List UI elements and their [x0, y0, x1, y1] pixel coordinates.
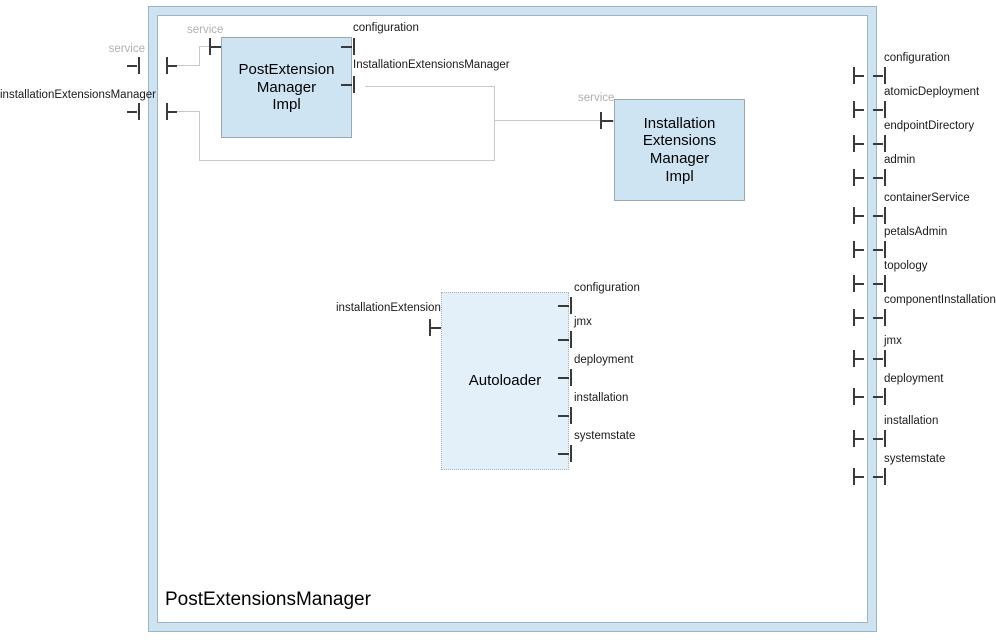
- frame-right-port-label-installation: installation: [884, 415, 939, 427]
- component-label-Autoloader: Autoloader: [468, 372, 542, 390]
- frame-right-port-label-petalsAdmin: petalsAdmin: [884, 226, 948, 238]
- pem-port-label-InstallationExtensionsManager: InstallationExtensionsManager: [353, 59, 510, 71]
- frame-right-port-label-systemstate: systemstate: [884, 453, 946, 465]
- component-InstallationExtensionsManagerImpl[interactable]: Installation Extensions Manager Impl: [614, 99, 745, 201]
- connector-iem-h3: [365, 86, 495, 87]
- pem-port-label-configuration: configuration: [353, 22, 419, 34]
- autoloader-port-label-installation: installation: [574, 392, 629, 404]
- connector-iem-h1: [177, 111, 199, 112]
- component-PostExtensionManagerImpl[interactable]: PostExtension Manager Impl: [221, 37, 352, 138]
- frame-right-port-label-atomicDeployment: atomicDeployment: [884, 86, 980, 98]
- connector-pem-iem-h1: [494, 120, 600, 121]
- connector-iem-v1: [199, 111, 200, 160]
- pem-port-label-service: service: [187, 24, 224, 36]
- autoloader-port-label-deployment: deployment: [574, 354, 634, 366]
- connector-iem-v2: [494, 86, 495, 161]
- iem-port-label-service: service: [578, 92, 615, 104]
- connector-service-h1: [177, 65, 199, 66]
- connector-service-v1: [199, 46, 200, 66]
- frame-right-port-label-configuration: configuration: [884, 52, 950, 64]
- frame-right-port-label-jmx: jmx: [884, 335, 902, 347]
- page-title: PostExtensionsManager: [165, 589, 371, 610]
- component-label-InstallationExtensionsManagerImpl: Installation Extensions Manager Impl: [642, 114, 717, 185]
- autoloader-port-label-systemstate: systemstate: [574, 430, 636, 442]
- connector-iem-h2: [199, 160, 494, 161]
- component-Autoloader[interactable]: Autoloader: [441, 292, 569, 470]
- frame-port-label-installationExtensionsManager: installationExtensionsManager: [0, 89, 156, 101]
- frame-right-port-label-endpointDirectory: endpointDirectory: [884, 120, 975, 132]
- frame-right-port-label-componentInstallation: componentInstallation: [884, 294, 996, 306]
- autoloader-port-label-jmx: jmx: [574, 316, 592, 328]
- frame-port-label-service: service: [108, 43, 145, 55]
- frame-right-port-label-deployment: deployment: [884, 373, 944, 385]
- connector-pem-iem-v1: [494, 86, 495, 121]
- component-label-PostExtensionManagerImpl: PostExtension Manager Impl: [238, 60, 335, 114]
- autoloader-port-label-configuration: configuration: [574, 282, 640, 294]
- frame-right-port-label-admin: admin: [884, 154, 916, 166]
- frame-right-port-label-containerService: containerService: [884, 192, 970, 204]
- frame-right-port-label-topology: topology: [884, 260, 928, 272]
- autoloader-port-label-installationExtension: installationExtension: [336, 302, 441, 314]
